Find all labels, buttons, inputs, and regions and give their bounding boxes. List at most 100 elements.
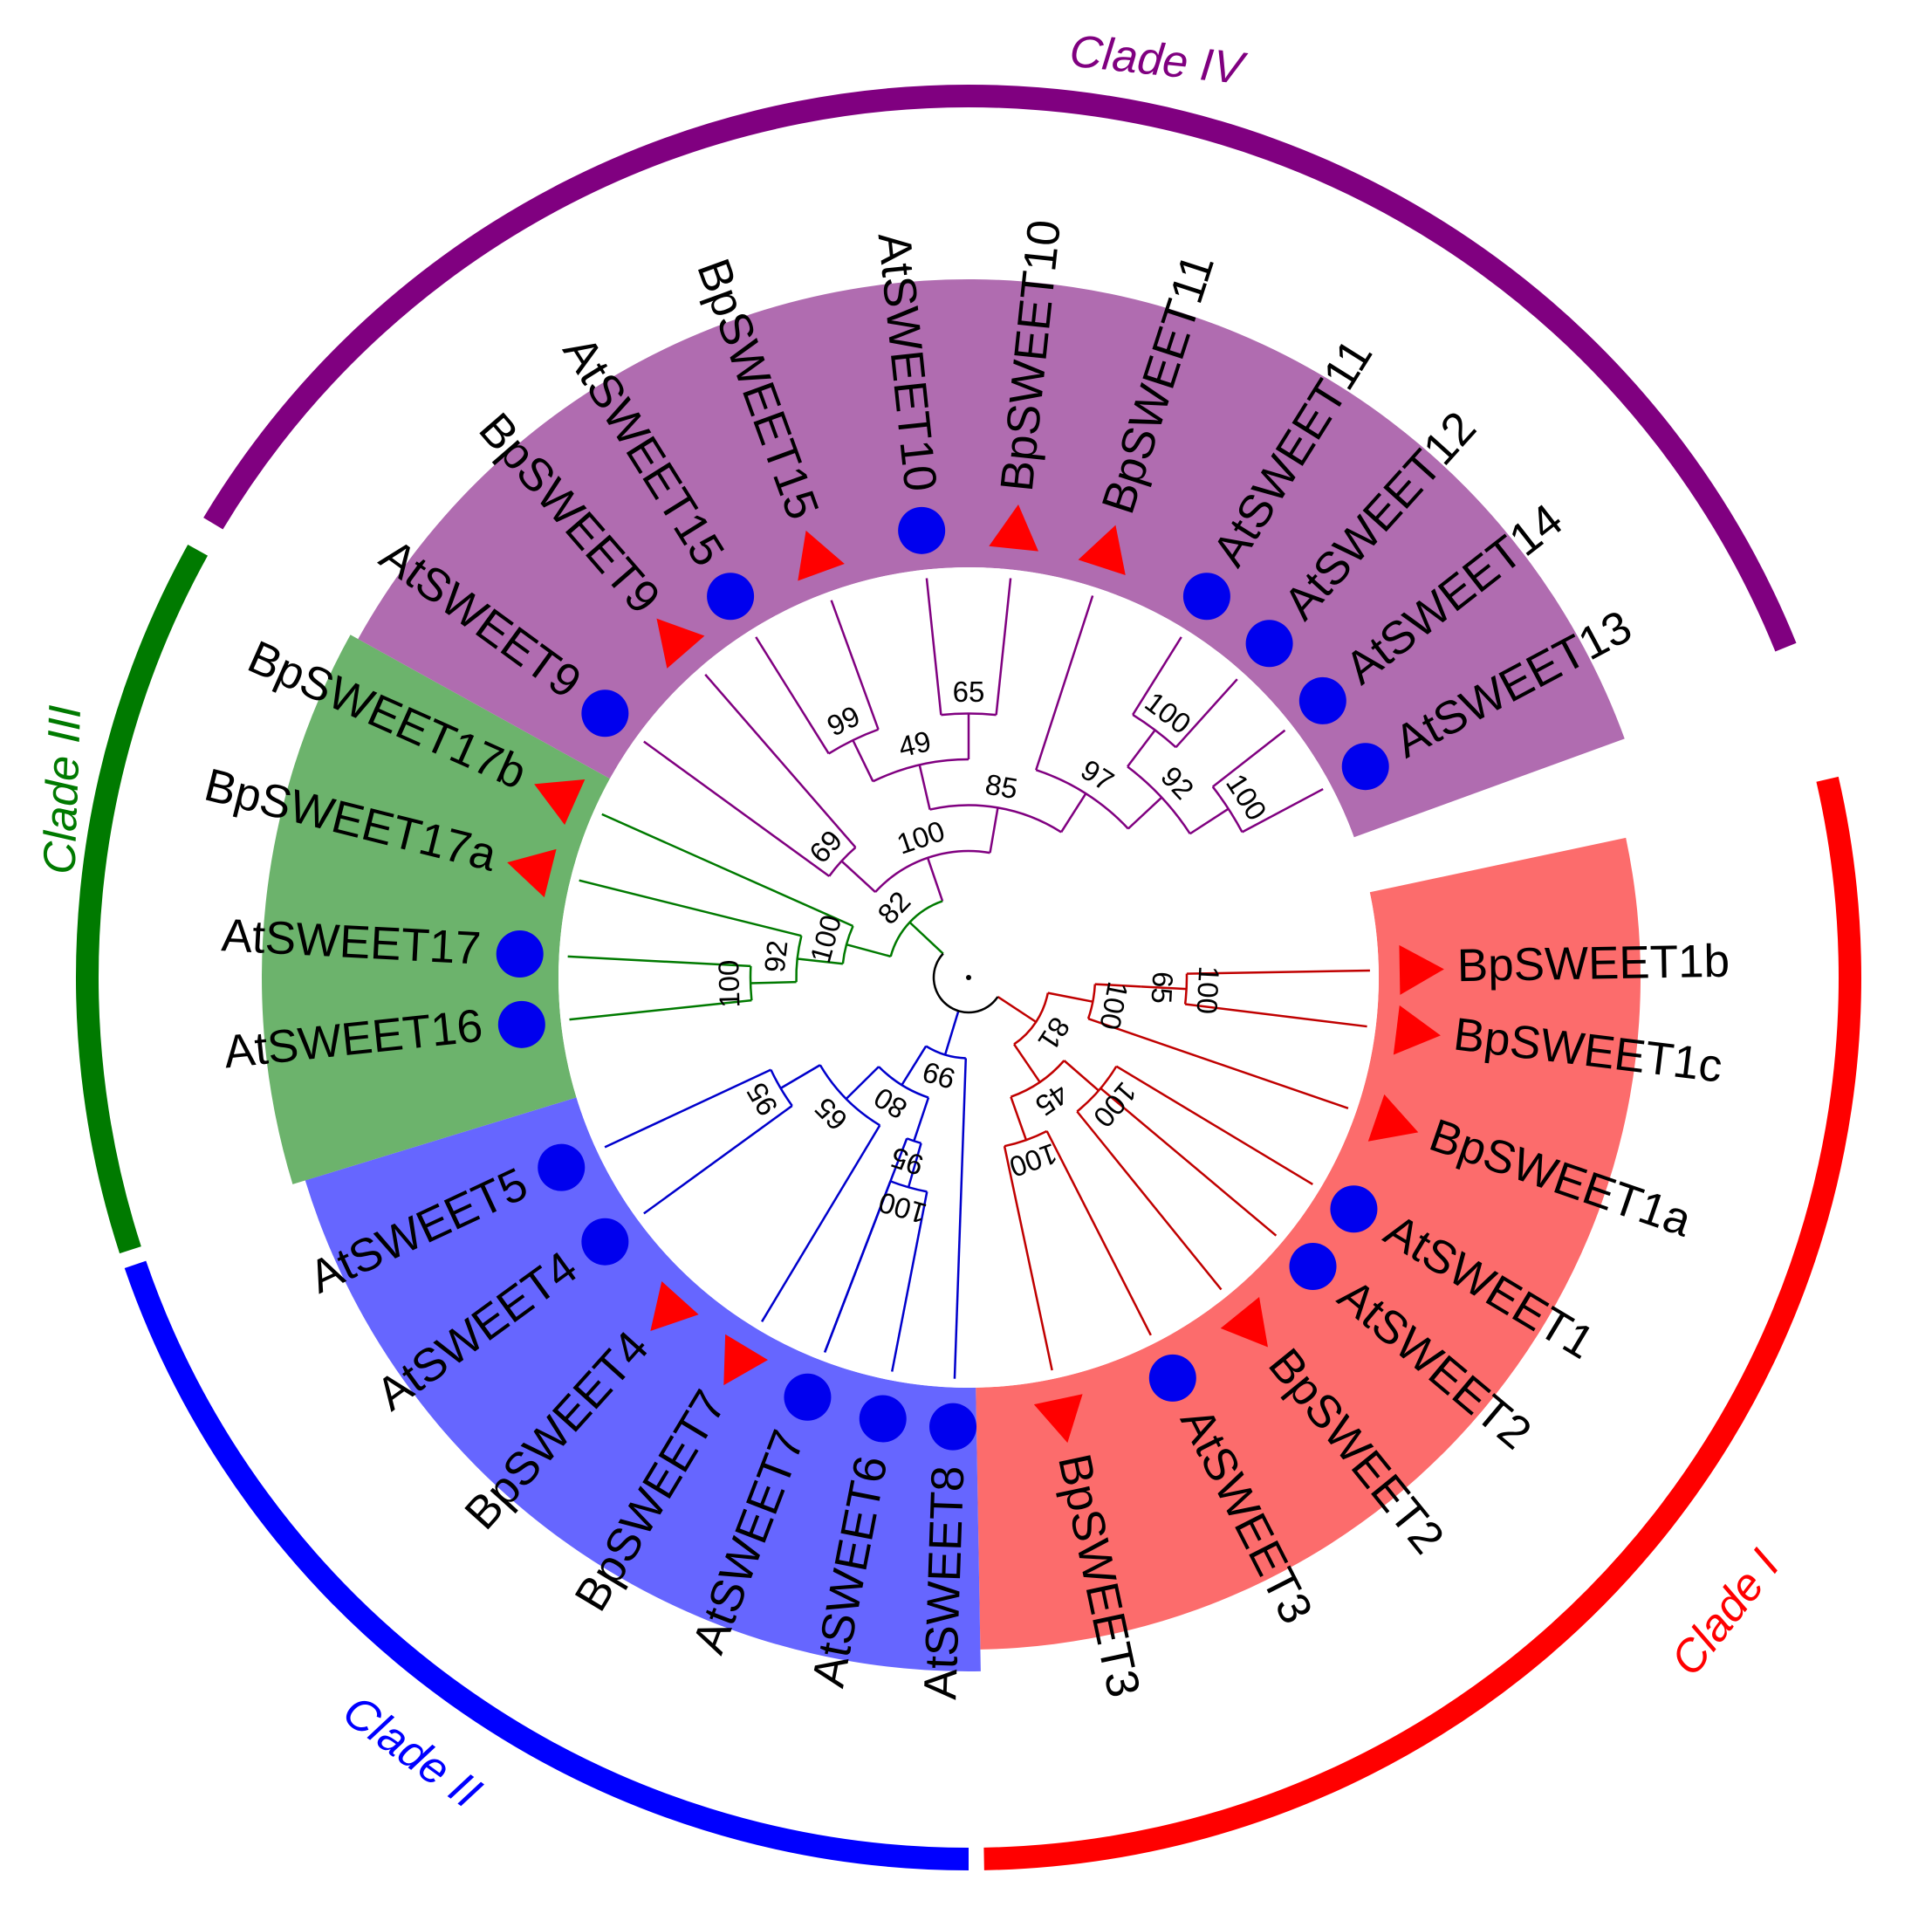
branch-segment (601, 813, 854, 928)
red-triangle-icon (723, 1334, 769, 1386)
branch-segment (1076, 1110, 1223, 1291)
branch-segment (997, 995, 1037, 1023)
tree-root (966, 975, 971, 980)
branch-segment (891, 1191, 928, 1372)
blue-circle-icon (898, 506, 946, 554)
blue-circle-icon (1298, 676, 1346, 724)
red-triangle-icon (507, 848, 557, 898)
branch-segment (846, 943, 892, 958)
blue-circle-icon (1245, 620, 1293, 668)
blue-circle-icon (1330, 1185, 1378, 1233)
branch-arc (932, 952, 999, 1014)
clade-iv-arc (203, 85, 1797, 652)
leaf-label-bpsweet1b: BpSWEET1b (1456, 936, 1730, 991)
branch-segment (1060, 792, 1087, 834)
branch-segment (830, 600, 880, 731)
bootstrap-value: 65 (953, 676, 985, 708)
branch-segment (1184, 1003, 1367, 1028)
branch-segment (926, 857, 944, 902)
red-triangle-icon (534, 779, 586, 826)
branch-segment (1175, 678, 1238, 749)
branch-segment (1045, 1130, 1152, 1336)
bootstrap-value: 92 (758, 939, 794, 975)
branch-segment (1241, 787, 1324, 834)
branch-segment (1186, 969, 1370, 975)
tree-branches (567, 578, 1370, 1379)
branch-segment (643, 1104, 793, 1215)
branch-segment (925, 578, 942, 716)
blue-circle-icon (859, 1395, 907, 1443)
red-triangle-icon (1220, 1296, 1268, 1348)
leaf-markers (496, 504, 1444, 1451)
red-triangle-icon (650, 1281, 699, 1332)
blue-circle-icon (707, 573, 755, 621)
branch-segment (1127, 729, 1156, 768)
red-triangle-icon (1367, 1094, 1419, 1142)
branch-segment (1141, 985, 1187, 991)
branch-segment (1013, 1043, 1041, 1083)
branch-segment (1127, 796, 1163, 830)
branch-segment (1010, 1096, 1028, 1141)
branch-segment (1211, 729, 1286, 788)
branch-arc (1076, 1066, 1118, 1113)
blue-circle-icon (581, 690, 629, 738)
red-triangle-icon (989, 504, 1038, 552)
branch-segment (779, 1064, 821, 1089)
branch-segment (918, 765, 931, 810)
branch-arc (828, 847, 857, 877)
red-triangle-icon (798, 530, 845, 581)
branch-segment (604, 1068, 771, 1149)
clade-iv-label: Clade IV (1067, 25, 1250, 94)
branch-segment (704, 674, 857, 848)
branch-segment (852, 739, 874, 782)
branch-segment (761, 1124, 881, 1322)
branch-segment (1132, 636, 1182, 716)
clade-iii-label: Clade III (34, 704, 91, 875)
branch-segment (567, 955, 751, 968)
bootstrap-value: 85 (983, 768, 1019, 806)
branch-segment (840, 860, 876, 893)
bootstrap-value: 100 (1190, 965, 1225, 1015)
clade-i-arc (983, 776, 1861, 1870)
blue-circle-icon (929, 1403, 977, 1451)
branch-segment (995, 578, 1012, 716)
branch-segment (1189, 807, 1230, 835)
clade-iii-arc (76, 545, 209, 1254)
branch-segment (1100, 1087, 1278, 1237)
red-triangle-icon (1399, 944, 1444, 995)
branch-segment (1094, 983, 1141, 988)
branch-segment (845, 1066, 880, 1100)
clade-i-label: Clade I (1661, 1540, 1790, 1685)
branch-segment (989, 807, 999, 854)
blue-circle-icon (497, 1000, 545, 1048)
blue-circle-icon (1289, 1243, 1337, 1291)
branch-segment (643, 740, 830, 877)
blue-circle-icon (1148, 1354, 1196, 1402)
branch-segment (1087, 1018, 1349, 1109)
branch-segment (579, 879, 802, 937)
branch-arc (770, 1069, 793, 1107)
branch-segment (1035, 595, 1094, 771)
branch-segment (823, 1137, 908, 1353)
red-triangle-icon (1078, 525, 1126, 575)
branch-segment (569, 998, 752, 1021)
red-triangle-icon (656, 618, 705, 669)
branch-segment (913, 1097, 930, 1142)
bootstrap-value: 100 (712, 959, 745, 1008)
clade-ii-arc (124, 1260, 969, 1870)
branch-segment (1115, 1065, 1313, 1185)
branch-arc (1127, 765, 1191, 834)
blue-circle-icon (581, 1218, 629, 1266)
branch-arc (889, 900, 943, 957)
branch-segment (907, 1142, 922, 1188)
blue-circle-icon (784, 1373, 832, 1421)
branch-segment (1047, 991, 1093, 1003)
branch-arc (1013, 992, 1050, 1046)
red-triangle-icon (1393, 1005, 1441, 1055)
branch-segment (1003, 1145, 1053, 1371)
branch-segment (755, 636, 830, 755)
branch-segment (908, 921, 944, 955)
clade-ii-background (305, 1097, 981, 1671)
branch-segment (943, 1010, 960, 1055)
